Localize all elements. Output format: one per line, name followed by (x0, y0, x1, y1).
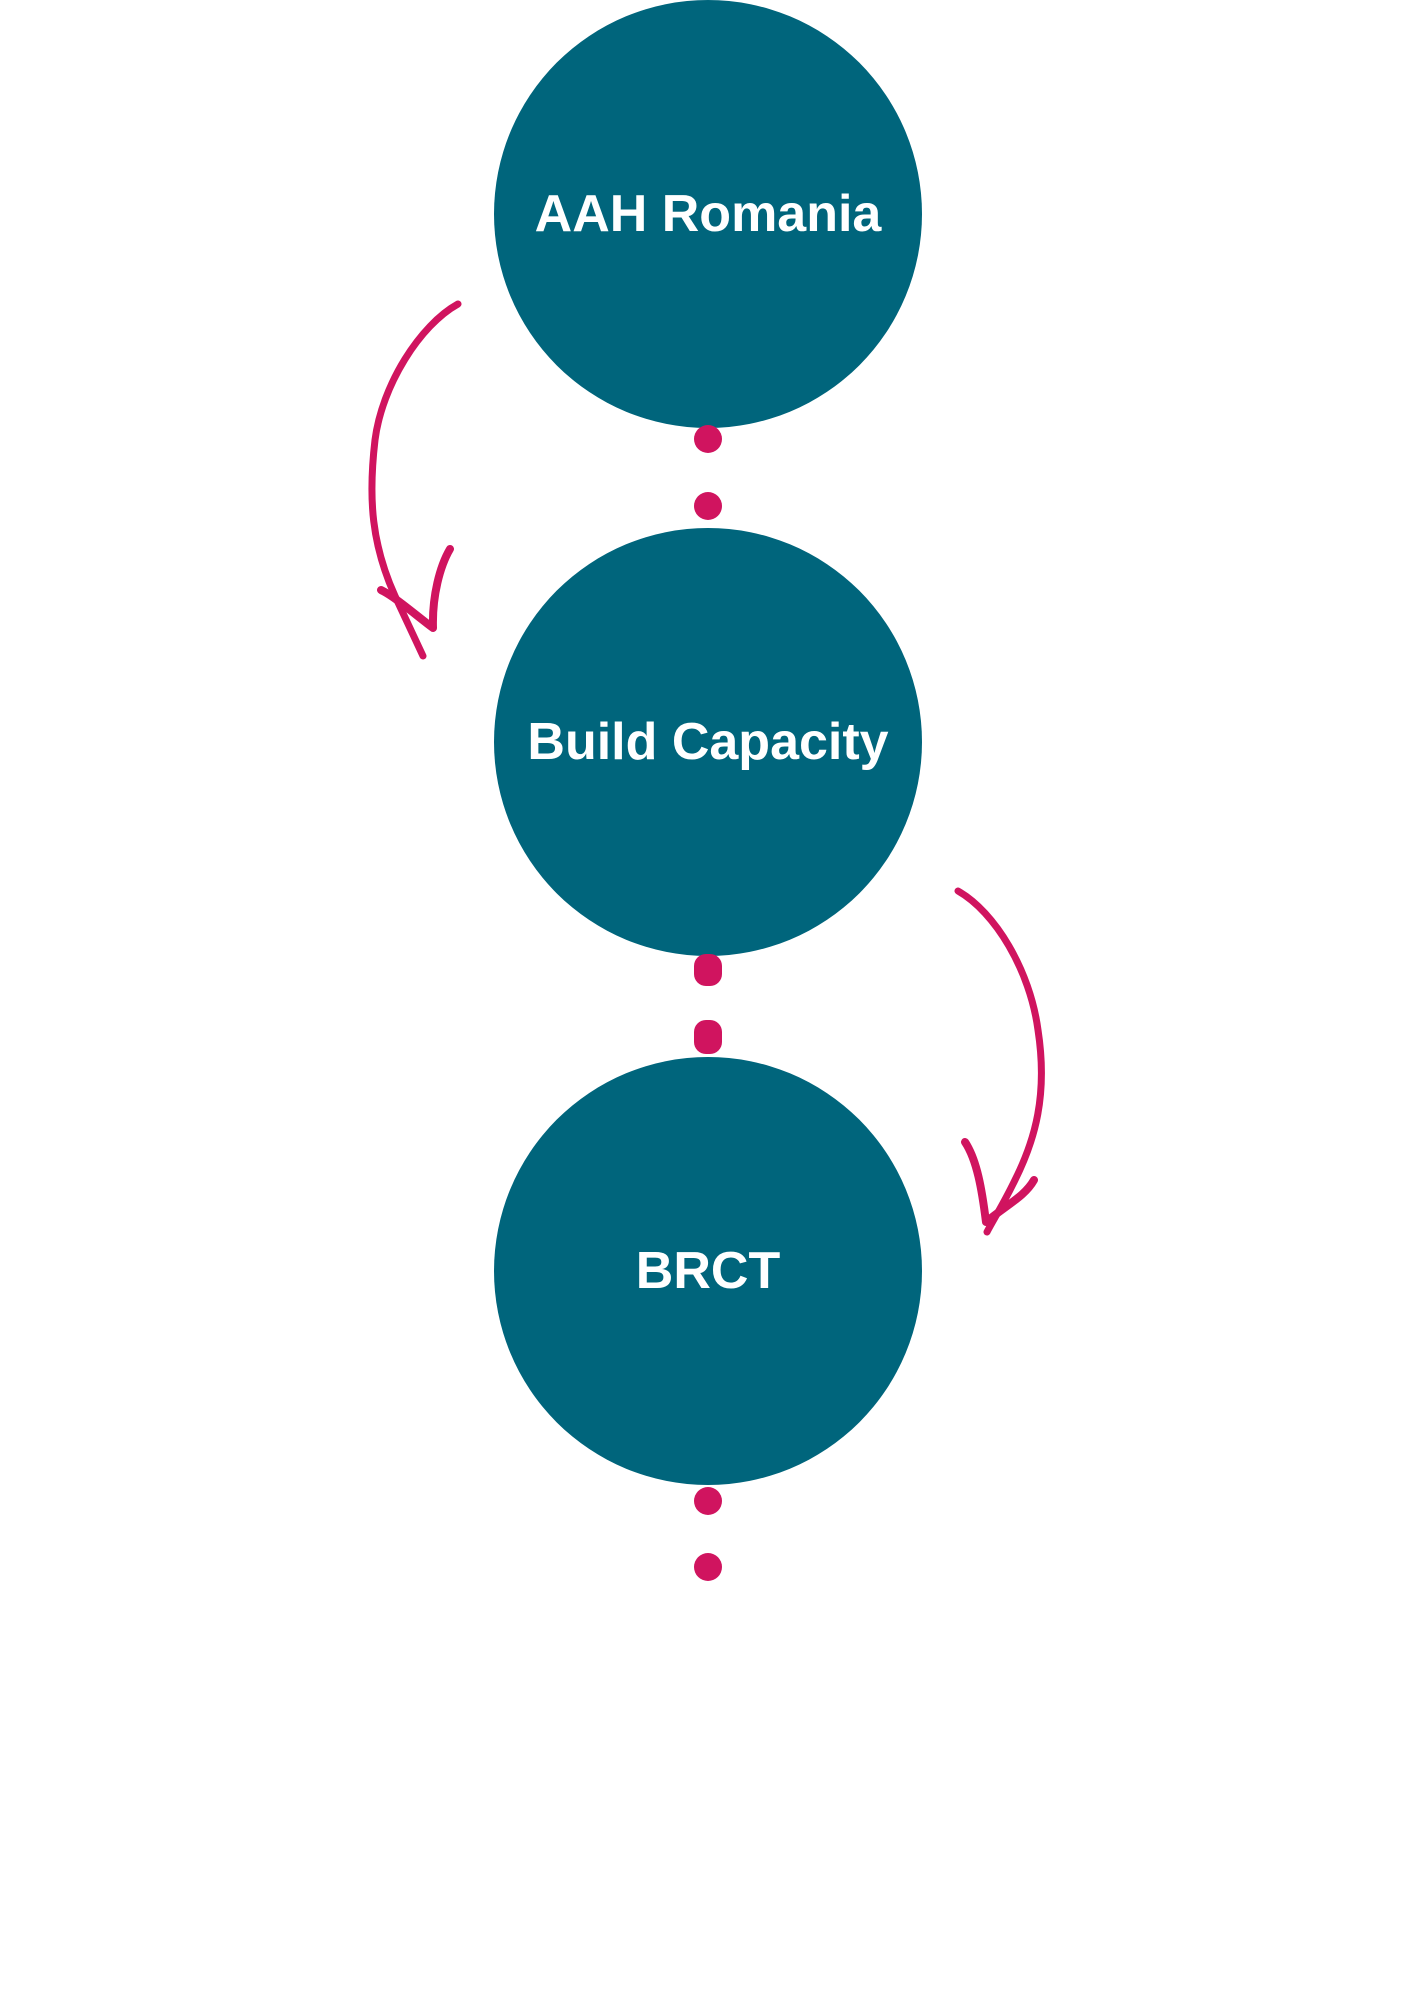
arrow-right-shaft (954, 887, 1045, 1236)
node-brct: BRCT (494, 1057, 922, 1485)
arrow-right (954, 887, 1045, 1236)
connector-dot (694, 492, 722, 520)
connector-dot (694, 1487, 722, 1515)
node-aah-romania: AAH Romania (494, 0, 922, 428)
arrow-left (368, 300, 462, 660)
connector-dot (694, 1020, 722, 1054)
arrow-left-head (377, 545, 454, 632)
node-build-capacity: Build Capacity (494, 528, 922, 956)
node-label-aah-romania: AAH Romania (534, 185, 882, 243)
node-label-brct: BRCT (635, 1242, 781, 1300)
arrow-right-head (961, 1138, 1038, 1226)
connector-dot (694, 425, 722, 453)
connector-dot (694, 954, 722, 986)
arrow-left-shaft (368, 300, 462, 660)
connector-dot (694, 1553, 722, 1581)
node-label-build-capacity: Build Capacity (527, 713, 889, 771)
